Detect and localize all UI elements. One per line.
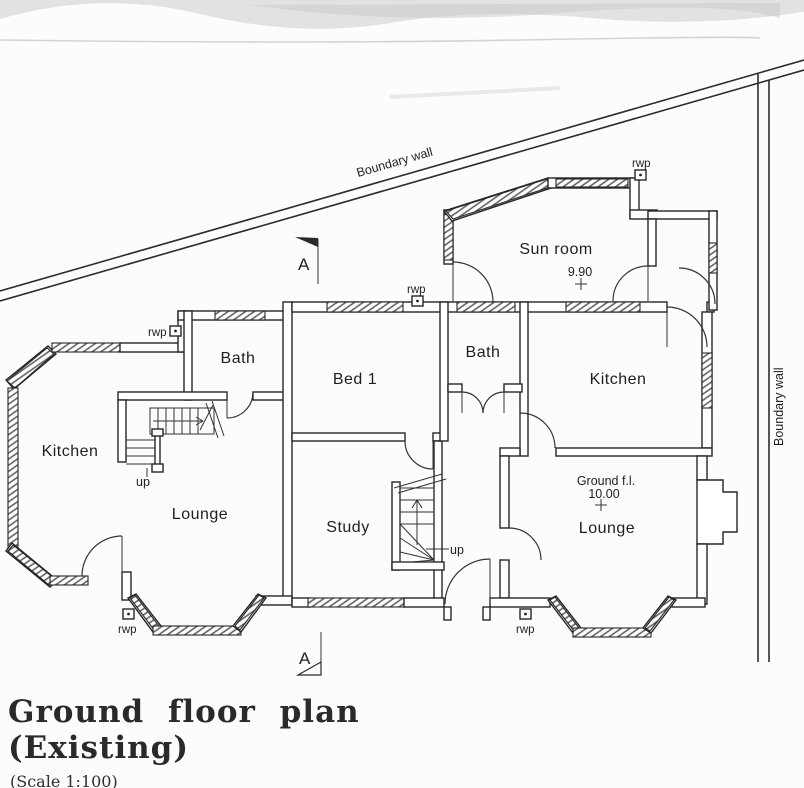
room-label-lounge-right: Lounge [579,520,635,537]
room-label-kitchen-left: Kitchen [42,443,99,460]
rwp-label: rwp [148,327,167,339]
window [214,310,266,321]
section-letter-top: A [298,255,310,274]
window [307,597,407,608]
room-label-kitchen-right: Kitchen [590,371,647,388]
window [445,178,551,220]
wall-segment [696,455,708,481]
window [326,301,404,313]
rwp-markers: rwp rwp rwp rwp rwp [118,158,651,636]
window [152,625,242,636]
wall-segment [647,210,718,220]
wall-segment [119,342,187,353]
wall-segment [647,218,657,267]
window [644,596,675,632]
room-label-study: Study [326,519,369,536]
section-marker-top: A [295,237,319,284]
chimney-breast [696,479,738,545]
window [549,596,580,632]
rwp-marker: rwp [118,608,137,636]
wall-segment [503,383,523,393]
ground-floor-level-label: Ground f.l. [577,474,635,488]
scan-artifacts [0,0,804,99]
up-label-centre: up [450,543,464,557]
wall-segment [291,597,311,608]
staircase-centre: up [391,473,464,571]
wall-segment [183,310,193,401]
window [49,575,89,586]
boundary-wall-right: Boundary wall [757,74,786,662]
wall-segment [499,559,510,599]
room-label-sun-room: Sun room [519,241,592,258]
room-label-lounge-left: Lounge [172,506,228,523]
title-block: Ground floor plan (Existing) (Scale 1:10… [8,694,360,788]
rwp-marker: rwp [407,284,426,307]
window [7,544,56,586]
window [234,594,265,631]
wall-segment [499,455,510,529]
staircase-left: up [126,400,225,489]
wall-segment [447,383,463,393]
room-label-bath-centre: Bath [466,344,501,361]
wall-segment [482,606,491,621]
window [7,387,19,549]
room-label-bath-left: Bath [221,350,256,367]
wall-segment [282,301,293,604]
wall-segment [117,399,127,463]
rwp-label: rwp [118,624,137,636]
wall-segment [439,301,449,442]
wall-segment [696,543,708,605]
window [6,347,55,389]
boundary-wall-right-label: Boundary wall [772,367,786,446]
doors [81,261,716,605]
boundary-wall-top-label: Boundary wall [355,145,434,180]
wall-segment [555,447,713,457]
wall-segment [489,597,551,608]
window [456,301,516,313]
section-letter-bottom: A [299,649,311,668]
rwp-marker: rwp [148,325,182,339]
wall-segment [117,391,228,401]
window [51,342,123,353]
walls [4,177,738,638]
up-label-left: up [136,475,150,489]
wall-segment [433,440,443,603]
rwp-label: rwp [407,284,426,296]
section-marker-bottom: A [295,632,322,676]
wall-segment [671,597,706,608]
window [565,301,641,313]
rwp-label: rwp [632,158,651,170]
level-annotations: 9.90 Ground f.l. 10.00 [568,265,635,511]
window [708,242,718,274]
window [701,352,713,409]
drawing-title: Ground floor plan [8,694,360,730]
wall-segment [121,571,132,601]
room-label-bed1: Bed 1 [333,371,377,388]
window [555,178,629,188]
wall-segment [499,447,521,457]
rwp-label: rwp [516,624,535,636]
rwp-marker: rwp [516,608,535,636]
window [572,627,652,638]
wall-segment [443,606,452,621]
wall-segment [403,597,445,608]
drawing-scale-note: (Scale 1:100) [10,772,118,788]
wall-segment [519,301,529,457]
room-labels: Kitchen Bath Lounge Bed 1 Bath Study Kit… [42,241,647,537]
sun-room-level-value: 9.90 [568,265,592,279]
drawing-subtitle: (Existing) [8,730,189,766]
ground-floor-level-value: 10.00 [588,487,619,501]
wall-segment [291,432,406,442]
rwp-marker: rwp [632,158,651,181]
